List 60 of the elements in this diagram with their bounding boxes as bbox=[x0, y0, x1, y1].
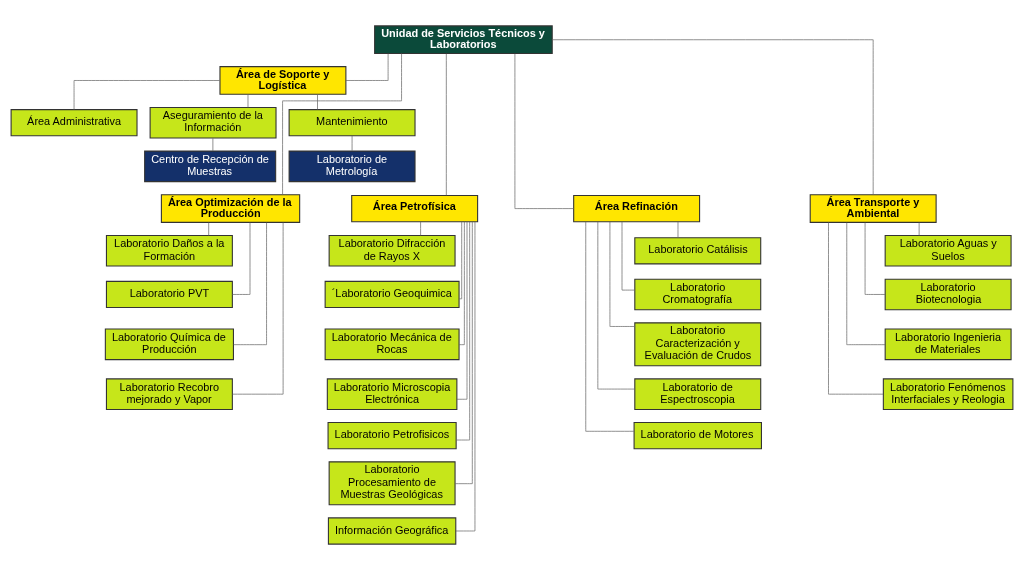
node-box: Laboratorio Difracción de Rayos X bbox=[328, 234, 456, 267]
connector bbox=[585, 221, 635, 432]
connector bbox=[208, 221, 210, 236]
connector bbox=[232, 221, 251, 295]
connector bbox=[456, 220, 468, 400]
node-box: Área Petrofísica bbox=[351, 194, 479, 222]
node-box: Aseguramiento de la Información bbox=[149, 106, 277, 139]
node-box: Área de Soporte y Logística bbox=[219, 65, 347, 95]
node-box: Área Administrativa bbox=[10, 108, 138, 136]
connector bbox=[454, 221, 473, 484]
node-box: Información Geográfica bbox=[327, 516, 457, 545]
node-box: Laboratorio Química de Producción bbox=[104, 328, 234, 360]
node-box: Unidad de Servicios Técnicos y Laboratorios bbox=[374, 24, 553, 54]
connector bbox=[864, 221, 886, 295]
node-box: Laboratorio Petrofisicos bbox=[327, 421, 457, 449]
connector bbox=[233, 221, 267, 345]
connector bbox=[455, 220, 476, 531]
connector bbox=[828, 221, 884, 395]
node-box: Laboratorio Biotecnologia bbox=[884, 278, 1012, 310]
node-box: Laboratorio de Espectroscopia bbox=[634, 377, 762, 410]
node-box: Laboratorio Caracterización y Evaluación de Crudos bbox=[634, 321, 762, 366]
node-box: Área Refinación bbox=[573, 194, 701, 222]
node-box: Laboratorio Procesamiento de Muestras Geológicas bbox=[328, 460, 456, 505]
node-box: Área Transporte y Ambiental bbox=[809, 193, 937, 223]
connector bbox=[514, 52, 574, 209]
node-box: Laboratorio Fenómenos Interfaciales y Reologia bbox=[882, 377, 1014, 410]
connector bbox=[455, 220, 471, 440]
node-box: Centro de Recepción de Muestras bbox=[144, 150, 277, 182]
node-box: Laboratorio Ingenieria de Materiales bbox=[884, 328, 1012, 360]
node-box: Laboratorio de Motores bbox=[633, 421, 762, 449]
connector bbox=[846, 221, 886, 345]
connector bbox=[420, 220, 421, 236]
node-box: Laboratorio Recobro mejorado y Vapor bbox=[105, 377, 233, 410]
node-box: Laboratorio Aguas y Suelos bbox=[884, 234, 1012, 267]
connector bbox=[317, 93, 318, 110]
node-box: Laboratorio Catálisis bbox=[634, 236, 762, 264]
node-box: Laboratorio de Metrología bbox=[288, 150, 416, 182]
connector bbox=[458, 220, 463, 299]
connector bbox=[247, 93, 249, 108]
connector bbox=[677, 220, 679, 238]
node-box: Laboratorio PVT bbox=[105, 280, 233, 308]
connector bbox=[597, 221, 636, 389]
node-box: Laboratorio Microscopia Electrónica bbox=[326, 377, 458, 410]
node-box: ´Laboratorio Geoquimica bbox=[324, 280, 460, 308]
connector bbox=[551, 38, 874, 195]
connector bbox=[918, 221, 920, 236]
node-box: Laboratorio Cromatografía bbox=[634, 278, 762, 310]
connector bbox=[458, 221, 465, 345]
connector bbox=[609, 221, 635, 327]
node-box: Laboratorio Daños a la Formación bbox=[105, 234, 233, 267]
connector bbox=[232, 221, 284, 395]
connector bbox=[282, 52, 402, 195]
connector bbox=[73, 79, 221, 110]
node-box: Área Optimización de la Producción bbox=[160, 193, 301, 223]
connector bbox=[351, 134, 353, 151]
node-box: Mantenimiento bbox=[288, 108, 416, 136]
connector bbox=[445, 52, 447, 196]
connector bbox=[212, 137, 214, 151]
node-box: Laboratorio Mecánica de Rocas bbox=[324, 328, 460, 360]
connector bbox=[345, 52, 389, 81]
